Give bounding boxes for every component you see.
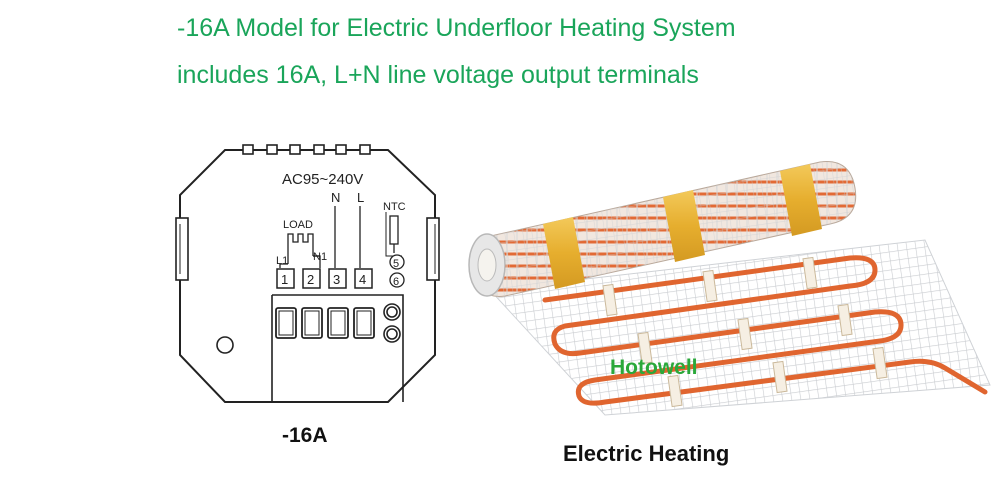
tape-band-2 [663,190,705,262]
ntc-label: NTC [383,201,406,213]
product-caption: Electric Heating [563,441,730,466]
terminal-bay [271,294,404,402]
heating-mat-illustration: Hotowell [468,161,991,416]
terminal-4 [354,268,373,289]
top-clips [242,144,371,155]
tape-band-1 [543,217,585,289]
tape-band-3 [780,164,822,236]
brand-watermark-text: Hotowell [610,356,698,379]
headline-model: -16A Model for Electric Underfloor Heati… [177,14,736,42]
mat-roll [468,161,857,297]
terminal-block [276,268,373,289]
l-label: L [357,190,364,205]
cable-clips [602,256,888,408]
ntc-sensor-icon [389,215,399,245]
terminal-1 [276,268,295,289]
terminal-1-label: 1 [281,272,288,287]
wiring-diagram: AC95~240V N L NTC LOAD L1 N1 1 2 3 4 5 6 [175,144,440,403]
screw-slots [275,307,375,339]
brand-watermark: Hotowell [610,356,698,379]
right-clip [426,217,440,281]
model-caption: -16A [282,424,328,447]
n-label: N [331,190,340,205]
terminal-6 [389,272,405,288]
terminal-2 [302,268,321,289]
left-clip [175,217,189,281]
load-label: LOAD [283,219,313,231]
terminal-4-label: 4 [359,272,366,287]
terminal-2-label: 2 [307,272,314,287]
sensor-screws [383,303,401,343]
headline-terminals: includes 16A, L+N line voltage output te… [177,61,699,89]
terminal-3-label: 3 [333,272,340,287]
mount-hole [216,336,234,354]
terminal-5 [389,254,405,270]
l1-label: L1 [276,255,288,267]
load-symbol-icon [287,233,314,248]
terminal-6-label: 6 [393,276,399,288]
voltage-label: AC95~240V [282,171,363,188]
heating-cable [542,255,988,406]
terminal-5-label: 5 [393,258,399,270]
terminal-3 [328,268,347,289]
